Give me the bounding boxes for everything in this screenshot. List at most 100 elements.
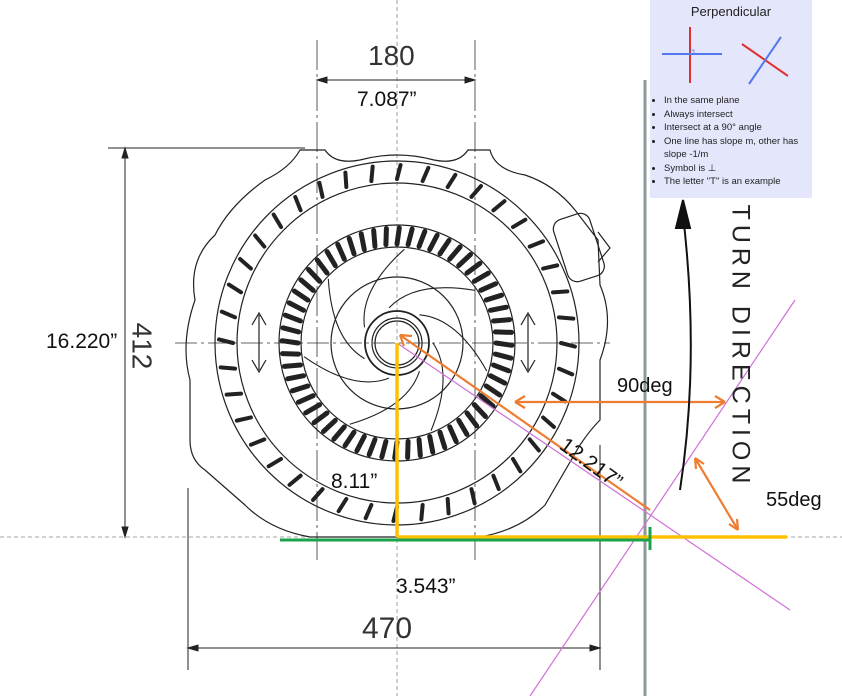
housing-slot: [445, 172, 458, 190]
cooling-fin: [306, 267, 323, 284]
magenta-line-diagonal: [396, 342, 791, 611]
horizontal-length-label: 3.543”: [396, 575, 456, 598]
housing-slot: [491, 473, 501, 492]
cooling-fin: [394, 225, 402, 247]
rotation-arrows: [251, 311, 536, 374]
cooling-fin: [437, 237, 452, 257]
housing-slot: [336, 496, 349, 514]
housing-slot: [253, 233, 267, 249]
housing-slot: [369, 164, 375, 184]
top-dimension-in: 7.087”: [357, 88, 417, 111]
cooling-fin: [416, 228, 428, 249]
orange-dimension-arrows: [398, 333, 740, 531]
housing-slot: [527, 437, 541, 453]
cooling-fin: [491, 362, 512, 374]
cooling-fin: [478, 393, 496, 409]
housing-slot: [469, 487, 477, 506]
cooling-fin: [280, 325, 302, 335]
angle-55-label: 55deg: [766, 489, 822, 511]
cooling-fin: [324, 249, 338, 269]
cooling-fin: [279, 338, 301, 346]
cooling-fin: [427, 433, 436, 455]
housing-slot: [550, 391, 568, 404]
side-dimension-in: 16.220”: [46, 330, 118, 353]
impeller-blade: [419, 314, 488, 372]
card-bullet: Intersect at a 90° angle: [664, 121, 814, 135]
housing-slot: [419, 502, 425, 522]
housing-slots: [217, 163, 577, 523]
housing-slot: [541, 263, 560, 271]
housing-slot: [510, 217, 528, 230]
housing-slot: [420, 165, 431, 184]
card-bullet: The letter "T" is an example: [664, 175, 814, 189]
impeller-blade: [303, 356, 390, 383]
cooling-fin: [464, 410, 480, 429]
housing-slot: [293, 194, 303, 213]
perpendicular-lines-illustration: [662, 27, 789, 85]
housing-slot: [311, 487, 325, 502]
housing-slot: [287, 473, 303, 487]
cooling-fin: [491, 317, 513, 324]
cooling-fin: [354, 433, 367, 454]
cooling-fin: [483, 292, 505, 303]
cooling-fin: [478, 281, 499, 293]
housing-slot: [224, 391, 244, 397]
cooling-fin: [371, 227, 378, 249]
housing-slot: [343, 170, 349, 190]
card-title: Perpendicular: [690, 4, 772, 19]
cooling-fin: [493, 340, 515, 348]
cooling-fin: [416, 437, 423, 459]
cooling-fin: [303, 402, 323, 416]
housing-slot: [271, 212, 284, 230]
cooling-fin: [335, 241, 347, 262]
magenta-line-cross: [529, 299, 796, 696]
housing-slot: [556, 315, 576, 321]
cooling-fin: [358, 231, 367, 253]
impeller-blade: [388, 287, 475, 309]
housing-slot: [469, 184, 483, 199]
cooling-fin: [366, 437, 378, 458]
card-bullet: Symbol is ⊥: [664, 162, 814, 176]
housing-slot: [559, 341, 577, 349]
impeller-blades: [303, 248, 488, 431]
perpendicular-info-card: Perpendicular In the same plane Always i…: [650, 0, 812, 198]
housing-slot: [550, 289, 570, 295]
cooling-fin: [298, 277, 316, 293]
card-bullet: One line has slope m, other has slope -1…: [664, 135, 814, 162]
housing-slot: [226, 282, 244, 295]
impeller-blade: [327, 278, 365, 360]
impeller-blade: [363, 248, 405, 328]
cooling-fin: [492, 351, 514, 361]
card-bullet: Always intersect: [664, 108, 814, 122]
dimension-lines: [108, 76, 602, 670]
bottom-dimension-mm: 470: [362, 612, 413, 645]
top-dimension-mm: 180: [368, 40, 415, 71]
housing-slot: [541, 415, 556, 429]
impeller-blade: [430, 342, 444, 431]
cooling-fin: [282, 312, 303, 324]
cooling-fin: [471, 402, 488, 419]
cooling-fin: [437, 429, 448, 451]
cooling-fin: [447, 424, 459, 445]
housing-slot: [217, 337, 235, 345]
cooling-fin: [487, 373, 508, 386]
cooling-fin: [285, 373, 307, 382]
housing-slot: [556, 366, 575, 377]
cooling-fin: [331, 424, 347, 442]
cooling-fin: [456, 417, 470, 437]
cooling-fin: [295, 393, 316, 405]
side-dimension-mm: 412: [126, 322, 158, 370]
cooling-fin: [281, 362, 303, 369]
turn-direction-label: TURN DIRECTION: [726, 204, 755, 489]
cooling-fin: [456, 252, 473, 269]
card-bullet-list: In the same plane Always intersect Inter…: [650, 94, 814, 189]
cooling-fin: [311, 410, 330, 426]
housing-slot: [445, 496, 451, 516]
cooling-fin: [342, 429, 357, 449]
housing-slot: [527, 239, 546, 249]
card-bullet: In the same plane: [664, 94, 814, 108]
cooling-fins: [279, 225, 515, 461]
cooling-fin: [427, 232, 440, 253]
housing-slot: [248, 437, 267, 447]
